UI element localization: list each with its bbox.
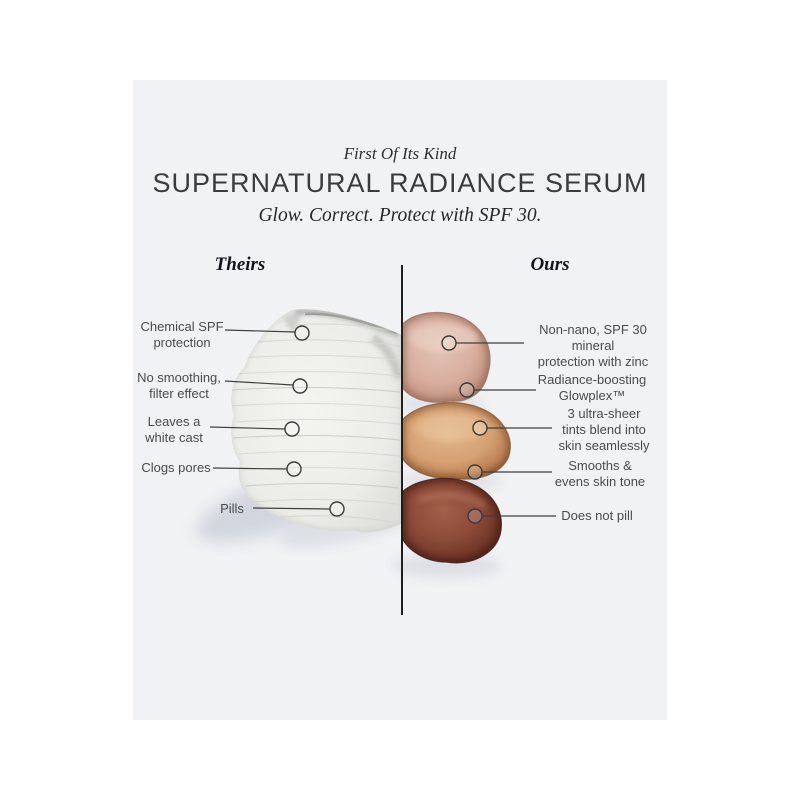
center-divider-line	[401, 265, 403, 615]
subtitle: Glow. Correct. Protect with SPF 30.	[258, 205, 542, 226]
callout-does-not-pill: Does not pill	[561, 508, 633, 523]
callout-ultra-sheer: 3 ultra-sheer tints blend into skin seam…	[558, 406, 650, 453]
callout-markers	[284, 325, 488, 524]
marker-dot-mineral-protection	[441, 335, 457, 351]
column-heading-ours: Ours	[530, 254, 570, 275]
leader-line-chemical-spf	[224, 329, 296, 333]
callout-smooths: Smooths & evens skin tone	[554, 458, 646, 489]
comparison-artwork	[195, 265, 556, 615]
marker-dot-ultra-sheer	[472, 420, 488, 436]
callout-no-smoothing: No smoothing, filter effect	[137, 370, 221, 401]
leader-line-white-cast	[209, 426, 286, 430]
marker-dot-chemical-spf	[294, 325, 310, 341]
marker-dot-clogs-pores	[286, 461, 302, 477]
callout-leader-lines	[209, 329, 556, 517]
callout-mineral-protection: Non-nano, SPF 30 mineral protection with…	[537, 322, 649, 369]
theirs-cream-swatch	[231, 309, 403, 533]
ours-deep-tint-swatch	[401, 477, 502, 564]
marker-dot-does-not-pill	[467, 508, 483, 524]
callout-glowplex: Radiance-boosting Glowplex™	[537, 372, 647, 403]
marker-dot-pills	[329, 501, 345, 517]
callout-clogs-pores: Clogs pores	[141, 460, 211, 475]
callout-pills: Pills	[220, 501, 244, 516]
callout-chemical-spf: Chemical SPF protection	[140, 319, 224, 350]
ours-medium-tint-swatch	[401, 401, 511, 480]
marker-dot-no-smoothing	[292, 378, 308, 394]
page-title: SUPERNATURAL RADIANCE SERUM	[152, 168, 648, 198]
leader-line-pills	[252, 507, 331, 510]
ours-light-tint-swatch	[401, 311, 491, 403]
leader-line-no-smoothing	[224, 380, 294, 386]
leader-line-clogs-pores	[212, 467, 288, 470]
marker-dot-glowplex	[459, 382, 475, 398]
tagline: First Of Its Kind	[343, 144, 457, 163]
marker-dot-smooths	[467, 464, 483, 480]
callout-white-cast: Leaves a white cast	[145, 414, 203, 445]
marker-dot-white-cast	[284, 421, 300, 437]
column-heading-theirs: Theirs	[214, 254, 266, 275]
